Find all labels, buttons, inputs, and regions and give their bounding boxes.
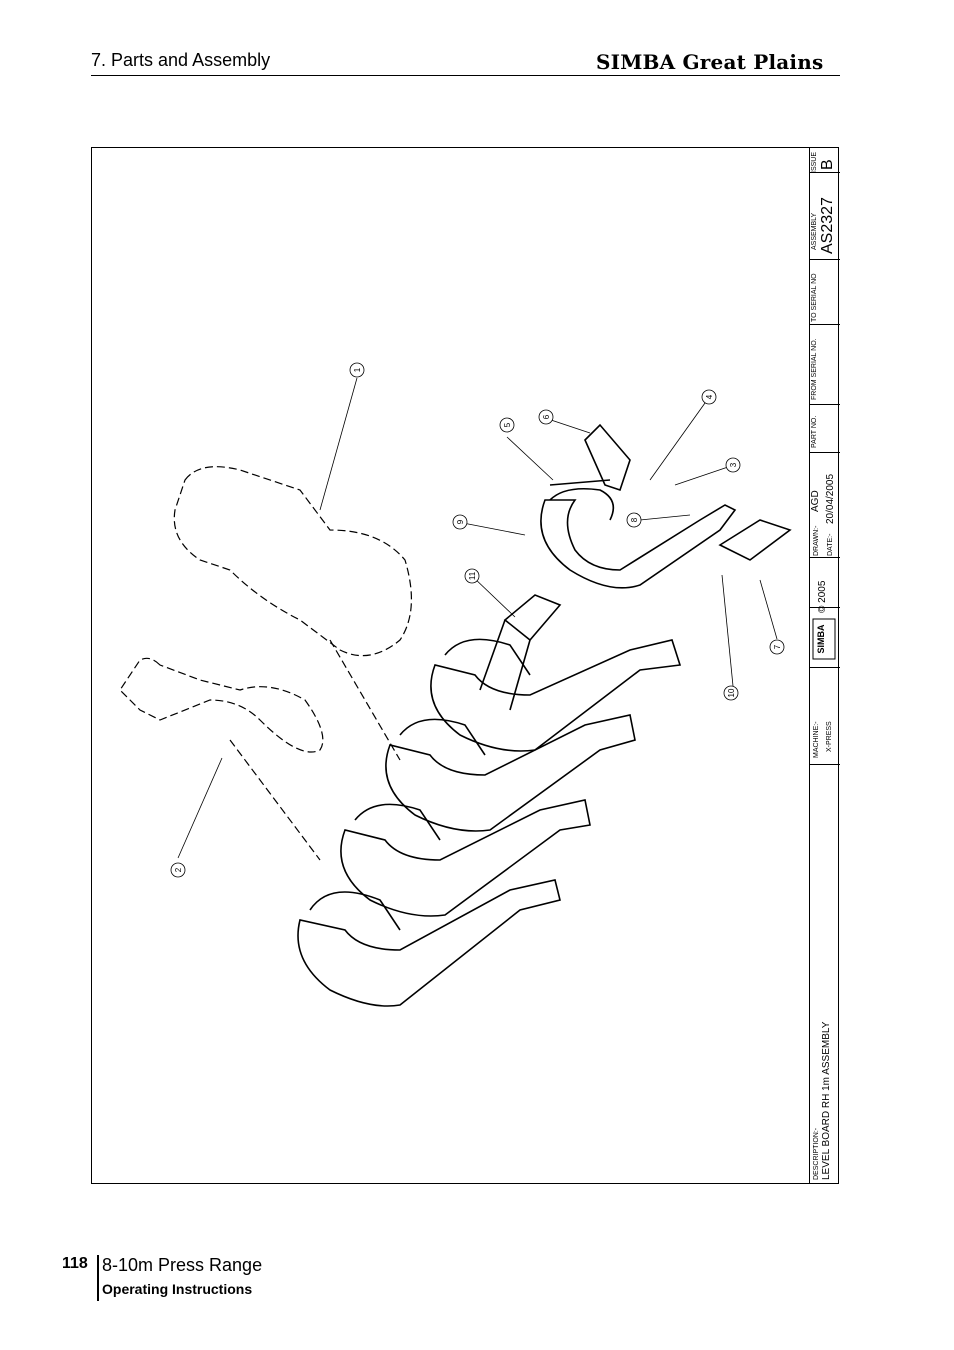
callout-2: 2 <box>170 862 186 878</box>
header-rule <box>91 75 840 76</box>
callout-label-8: 8 <box>630 517 639 522</box>
level-board-exploded-inner <box>549 487 615 521</box>
machine-label: MACHINE:- <box>813 721 820 758</box>
leader-1 <box>319 377 358 511</box>
to-serial-label: TO SERIAL NO <box>811 273 818 322</box>
lower-arm-outline <box>119 657 324 753</box>
leader-7 <box>759 579 778 640</box>
assembly-number: AS2327 <box>819 197 836 254</box>
leader-9 <box>462 522 526 536</box>
page-number: 118 <box>62 1255 88 1272</box>
upper-centre-line <box>329 639 401 761</box>
callouts: 1 2 3 4 5 6 7 8 9 10 11 <box>170 362 785 878</box>
brand-logo: SIMBA Great Plains <box>596 50 824 74</box>
callout-label-3: 3 <box>729 462 738 467</box>
level-board-3 <box>385 714 636 832</box>
description-label: DESCRIPTION:- <box>813 1127 820 1180</box>
description-value: LEVEL BOARD RH 1m ASSEMBLY <box>821 1021 832 1180</box>
copyright: © 2005 <box>817 580 828 613</box>
callout-label-9: 9 <box>456 519 465 524</box>
leader-10 <box>721 574 734 687</box>
level-board-2 <box>340 799 591 917</box>
upper-arm-outline <box>173 466 412 657</box>
square-tube <box>503 594 562 642</box>
level-board-exploded <box>540 499 737 589</box>
date-value: 20/04/2005 <box>825 473 836 524</box>
footer-subtitle: Operating Instructions <box>102 1281 253 1297</box>
lower-centre-line <box>229 739 321 861</box>
assembly-label: ASSEMBLY <box>811 212 818 250</box>
drawn-value: AGD <box>810 490 821 512</box>
callout-label-7: 7 <box>773 644 782 649</box>
leader-8 <box>639 514 691 521</box>
date-label: DATE:- <box>827 533 834 556</box>
mounting-plate <box>718 519 792 561</box>
callout-6: 6 <box>538 409 554 425</box>
header-section-title: 7. Parts and Assembly <box>91 50 271 70</box>
drawn-label: DRAWN:- <box>813 525 820 556</box>
callout-label-2: 2 <box>174 867 183 872</box>
leader-2 <box>177 757 223 859</box>
callout-label-5: 5 <box>503 422 512 427</box>
machine-value: X-PRESS <box>826 721 833 752</box>
callout-label-4: 4 <box>705 394 714 399</box>
callout-11: 11 <box>464 568 480 584</box>
assembly-drawing: 1 2 3 4 5 6 7 8 9 10 11 <box>119 362 792 1007</box>
drawing-frame <box>91 147 839 1184</box>
leader-4 <box>649 402 706 481</box>
callout-7: 7 <box>769 639 785 655</box>
leader-5 <box>506 436 554 481</box>
from-serial-label: FROM SERIAL NO. <box>811 338 818 400</box>
callout-5: 5 <box>499 417 515 433</box>
part-no-label: PART NO. <box>811 415 818 448</box>
leader-11 <box>471 575 516 618</box>
callout-3: 3 <box>725 457 741 473</box>
callout-label-1: 1 <box>353 367 362 372</box>
callout-9: 9 <box>452 514 468 530</box>
bracket-rod <box>549 479 611 486</box>
leader-3 <box>674 466 729 486</box>
leader-6 <box>550 419 591 434</box>
level-board-4-inner <box>444 638 531 676</box>
level-board-3-inner <box>399 718 486 756</box>
callout-4: 4 <box>701 389 717 405</box>
issue-value: B <box>819 159 836 170</box>
title-block <box>809 147 840 1184</box>
issue-label: ISSUE <box>811 151 818 173</box>
callout-label-6: 6 <box>542 414 551 419</box>
callout-8: 8 <box>626 512 642 528</box>
svg-text:SIMBA: SIMBA <box>816 624 826 654</box>
level-board-4 <box>430 639 682 752</box>
footer-divider <box>97 1255 99 1301</box>
callout-1: 1 <box>349 362 365 378</box>
bracket <box>584 423 631 492</box>
level-board-1-inner <box>309 891 401 931</box>
simba-logo: SIMBA <box>812 618 836 660</box>
callout-label-11: 11 <box>468 571 477 580</box>
callout-10: 10 <box>723 685 739 701</box>
level-board-2-inner <box>354 803 441 841</box>
callout-label-10: 10 <box>727 688 736 697</box>
footer-title: 8-10m Press Range <box>102 1255 263 1275</box>
level-board-1 <box>297 879 561 1007</box>
square-tube-body <box>479 619 531 711</box>
